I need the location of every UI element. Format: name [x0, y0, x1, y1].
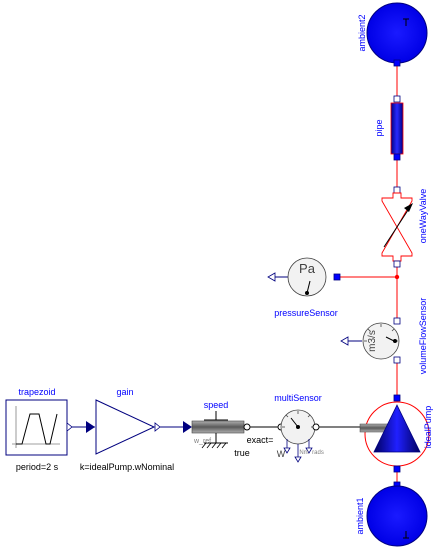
multi-sensor-output-nm[interactable] [294, 456, 302, 463]
pipe-body [390, 102, 404, 155]
trapezoid-parameter: period=2 s [16, 462, 59, 472]
pressure-sensor-component[interactable]: Pa pressureSensor [267, 257, 341, 318]
multi-sensor-flange-right[interactable] [312, 423, 320, 431]
pressure-needle-hub [305, 291, 309, 295]
valve-port-bottom[interactable] [393, 260, 401, 268]
pressure-sensor-body [287, 257, 327, 297]
ambient1-body [366, 485, 428, 547]
gain-parameter: k=idealPump.wNominal [80, 462, 174, 472]
ideal-pump-component[interactable]: idealPump [359, 394, 433, 473]
gain-output[interactable] [154, 422, 161, 432]
pump-port-top[interactable] [393, 394, 401, 402]
trapezoid-component[interactable]: trapezoid period=2 s [5, 387, 73, 472]
flow-output-arrow[interactable] [340, 336, 349, 346]
flow-port-bottom[interactable] [393, 356, 401, 364]
speed-component[interactable]: speed w_ref exact= true [183, 400, 273, 458]
gain-input[interactable] [86, 421, 95, 433]
multi-sensor-port-nm: Nm [299, 450, 308, 456]
multi-sensor-output-lines [286, 439, 310, 457]
flow-sensor-unit: m3/s [367, 330, 378, 352]
flow-sensor-body [362, 322, 400, 360]
trapezoid-block [5, 399, 68, 456]
valve-port-top[interactable] [393, 186, 401, 194]
speed-exact-value: true [234, 448, 250, 458]
valve-body [381, 192, 413, 262]
ambient2-label: ambient2 [357, 14, 367, 51]
ambient1-component[interactable]: ambient1 [355, 481, 428, 547]
ambient2-body [366, 2, 428, 64]
gain-label: gain [116, 387, 133, 397]
multi-sensor-output-rads[interactable] [305, 447, 313, 454]
ambient2-component[interactable]: ambient2 [357, 2, 428, 67]
pump-impeller [373, 404, 421, 453]
speed-input-label: w_ref [193, 438, 211, 445]
speed-flange[interactable] [243, 423, 251, 431]
speed-ground-hatch [201, 442, 227, 449]
valve-arrow-line [383, 206, 411, 248]
multi-sensor-hub [296, 425, 300, 429]
pressure-output-arrow[interactable] [267, 272, 276, 282]
flow-needle-hub [393, 339, 397, 343]
multi-sensor-output-w[interactable] [283, 447, 291, 454]
pipe-label: pipe [374, 119, 384, 136]
speed-input[interactable] [183, 421, 192, 433]
ambient1-label: ambient1 [355, 497, 365, 534]
multi-sensor-port-w: W [277, 449, 286, 459]
ambient2-port[interactable] [393, 59, 401, 67]
flow-sensor-label: volumeFlowSensor [418, 298, 428, 375]
trapezoid-output[interactable] [66, 422, 73, 432]
pipe-port-bottom[interactable] [393, 153, 401, 161]
pressure-needle [306, 280, 311, 294]
speed-label: speed [204, 400, 229, 410]
pipe-port-top[interactable] [393, 95, 401, 103]
trapezoid-label: trapezoid [18, 387, 55, 397]
junction-dot [394, 274, 400, 280]
multi-sensor-component[interactable]: multiSensor W Nm rads [274, 393, 324, 463]
pressure-sensor-unit: Pa [299, 261, 316, 276]
pump-label: idealPump [423, 406, 433, 449]
flow-port-top[interactable] [393, 317, 401, 325]
pipe-component[interactable]: pipe [374, 95, 404, 161]
speed-exact-label: exact= [247, 435, 274, 445]
pump-port-bottom[interactable] [393, 465, 401, 473]
gain-component[interactable]: gain k=idealPump.wNominal [80, 387, 174, 472]
pressure-sensor-label: pressureSensor [274, 308, 338, 318]
valve-label: oneWayValve [418, 189, 428, 244]
speed-shaft [191, 420, 245, 434]
volume-flow-sensor-component[interactable]: m3/s volumeFlowSensor [340, 298, 428, 375]
trapezoid-waveform [16, 413, 58, 445]
valve-arrow-head [404, 203, 413, 212]
pressure-sensor-port[interactable] [333, 273, 341, 281]
one-way-valve-component[interactable]: oneWayValve [381, 186, 428, 268]
gain-triangle [95, 399, 156, 455]
multi-sensor-port-rads: rads [312, 450, 324, 456]
flow-needle [385, 336, 395, 342]
multi-sensor-label: multiSensor [274, 393, 322, 403]
